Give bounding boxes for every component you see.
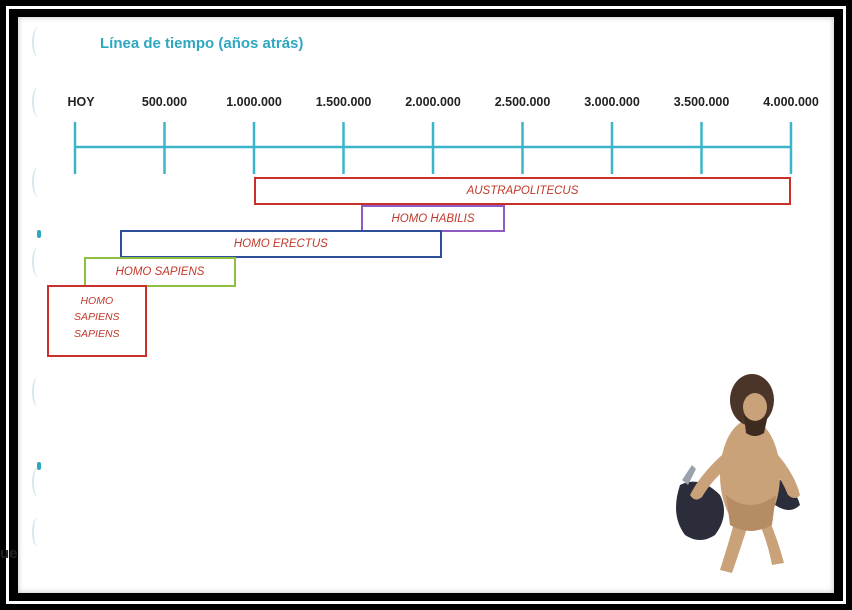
species-label: AUSTRAPOLITECUS [466,185,579,197]
cropped-side-text: ue [0,545,18,562]
species-label: HOMO ERECTUS [233,238,328,250]
binding-curl-icon [32,517,44,547]
species-label: HOMO HABILIS [391,212,475,225]
binding-curl-icon [32,247,44,277]
binding-curl-icon [32,467,44,497]
axis-tick-label: 3.500.000 [673,95,730,109]
axis-tick-label: HOY [67,95,95,109]
axis-tick-label: 1.500.000 [315,95,372,109]
species-label: HOMO SAPIENS SAPIENS [49,293,145,342]
species-bar: HOMO HABILIS [361,205,505,232]
species-label-line: SAPIENS [74,327,120,340]
axis-tick-label: 3.000.000 [584,95,640,109]
axis-tick-label: 4.000.000 [763,95,819,109]
axis-tick-label: 2.500.000 [494,95,551,109]
binding-curl-icon [32,27,44,57]
species-bar: HOMO SAPIENS SAPIENS [47,285,147,357]
species-bar: HOMO SAPIENS [83,257,237,287]
species-label-line: SAPIENS [74,311,120,324]
species-label: HOMO SAPIENS [115,266,205,278]
timeline-axis [73,122,793,174]
axis-tick-label: 2.000.000 [405,95,461,109]
species-label-line: HOMO [80,295,114,307]
timeline-canvas: Línea de tiempo (años atrás) HOY 500.000 1… [18,17,834,593]
timeline-title: Línea de tiempo (años atrás) [100,35,304,52]
binding-dot-icon [37,462,41,470]
axis-tick-label: 1.000.000 [226,95,282,109]
binding-curl-icon [32,167,44,197]
axis-tick-label: 500.000 [141,95,188,109]
species-bar: AUSTRAPOLITECUS [254,177,791,205]
caveman-illustration [676,374,800,573]
binding-curl-icon [32,377,44,407]
binding-dot-icon [37,230,41,238]
binding-curl-icon [32,87,44,117]
species-bar: HOMO ERECTUS [119,230,442,258]
